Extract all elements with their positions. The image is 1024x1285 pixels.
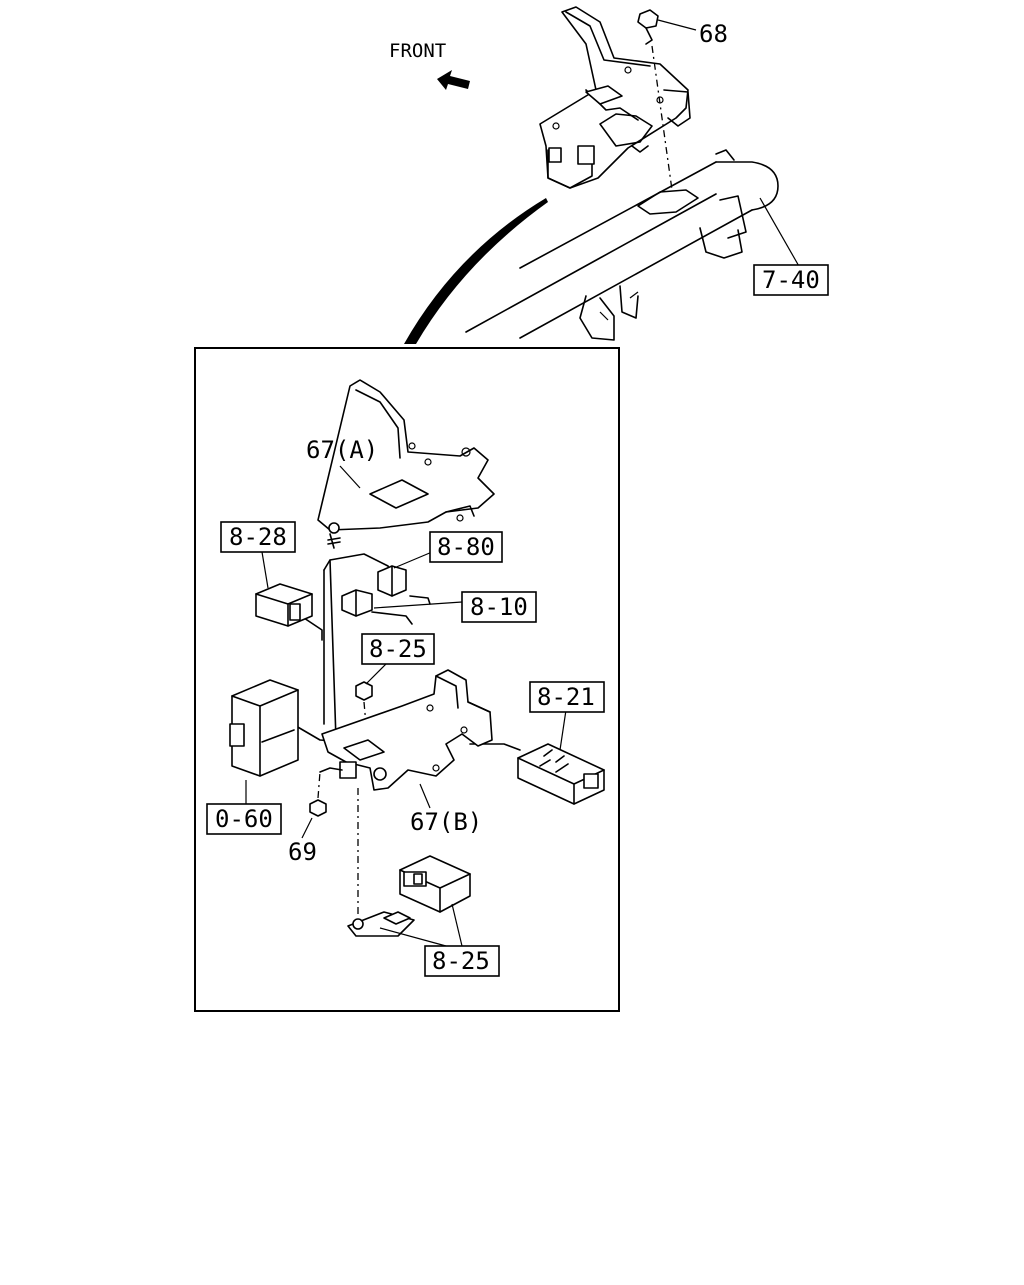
ref-8-10[interactable]: 8-10 <box>461 591 537 623</box>
ref-8-28[interactable]: 8-28 <box>220 521 296 553</box>
callout-8-80: 8-80 <box>437 533 495 561</box>
crossmember-tube <box>465 149 801 341</box>
front-label: FRONT <box>389 40 446 62</box>
callout-69: 69 <box>288 838 317 866</box>
module-8-25 <box>347 788 471 947</box>
ref-8-21[interactable]: 8-21 <box>529 681 605 713</box>
upper-bracket-assembly <box>539 6 691 189</box>
detail-arrow <box>404 198 548 344</box>
callout-8-25-top: 8-25 <box>369 635 427 663</box>
callout-8-25-bottom: 8-25 <box>432 947 490 975</box>
bracket-67a: 67(A) <box>306 379 495 549</box>
harness-wires <box>295 553 521 751</box>
control-unit-0-60 <box>229 679 299 804</box>
ref-8-25-bottom[interactable]: 8-25 <box>424 945 500 977</box>
callout-0-60: 0-60 <box>215 805 273 833</box>
connector-8-10 <box>341 589 463 617</box>
ref-8-80[interactable]: 8-80 <box>429 531 503 563</box>
detail-frame <box>194 347 620 1012</box>
ref-7-40[interactable]: 7-40 <box>753 264 829 296</box>
front-direction-arrow-icon <box>437 70 470 90</box>
ref-0-60[interactable]: 0-60 <box>206 803 282 835</box>
callout-8-28: 8-28 <box>229 523 287 551</box>
relay-8-28 <box>255 551 313 627</box>
callout-8-21: 8-21 <box>537 683 595 711</box>
ref-8-25-top[interactable]: 8-25 <box>361 633 435 665</box>
callout-68: 68 <box>699 20 728 48</box>
callout-67a: 67(A) <box>306 436 378 464</box>
front-indicator: FRONT <box>389 40 470 90</box>
bracket-67b: 67(B) <box>321 669 493 836</box>
callout-8-10: 8-10 <box>470 593 528 621</box>
bolt-68: 68 <box>637 9 728 191</box>
nut-69: 69 <box>288 767 343 866</box>
connector-8-21 <box>517 709 605 805</box>
callout-67b: 67(B) <box>410 808 482 836</box>
callout-7-40: 7-40 <box>762 266 820 294</box>
connector-8-80 <box>377 551 433 597</box>
